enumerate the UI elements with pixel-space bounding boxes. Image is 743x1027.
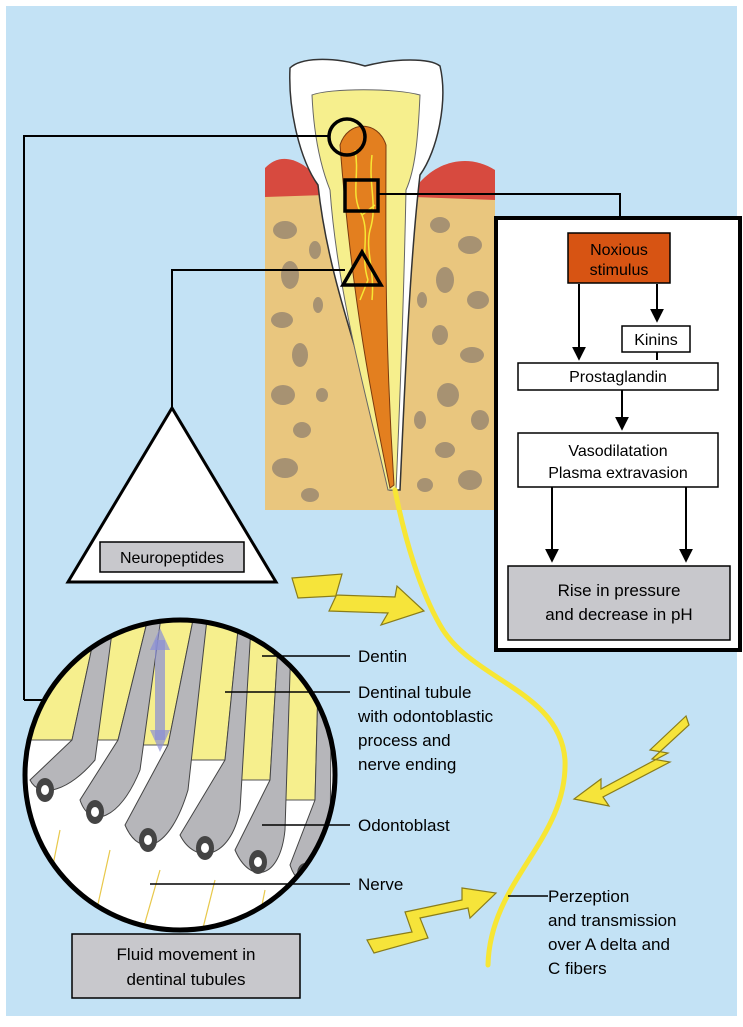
- perception-label-1: Perzeption: [548, 887, 629, 906]
- prostaglandin-label: Prostaglandin: [569, 369, 667, 386]
- plasma-extravasion-label: Plasma extravasion: [548, 465, 688, 482]
- fluid-movement-label-2: dentinal tubules: [126, 970, 245, 989]
- tubule-label-3: process and: [358, 731, 451, 750]
- vasodilatation-label: Vasodilatation: [568, 443, 667, 460]
- tubule-label-1: Dentinal tubule: [358, 683, 471, 702]
- perception-label-4: C fibers: [548, 959, 607, 978]
- nerve-label: Nerve: [358, 875, 403, 894]
- fluid-movement-label-1: Fluid movement in: [117, 945, 256, 964]
- odontoblast-label: Odontoblast: [358, 816, 450, 835]
- noxious-stimulus-label-2: stimulus: [590, 262, 649, 279]
- kinins-label: Kinins: [634, 332, 678, 349]
- rise-pressure-box: [508, 566, 730, 640]
- perception-label-2: and transmission: [548, 911, 677, 930]
- dentin-label: Dentin: [358, 647, 407, 666]
- rise-pressure-label-1: Rise in pressure: [558, 581, 681, 600]
- tubule-label-2: with odontoblastic: [357, 707, 494, 726]
- noxious-stimulus-label-1: Noxious: [590, 242, 648, 259]
- neuropeptides-label: Neuropeptides: [120, 550, 224, 567]
- rise-pressure-label-2: and decrease in pH: [545, 605, 692, 624]
- perception-label-3: over A delta and: [548, 935, 670, 954]
- tubule-label-4: nerve ending: [358, 755, 456, 774]
